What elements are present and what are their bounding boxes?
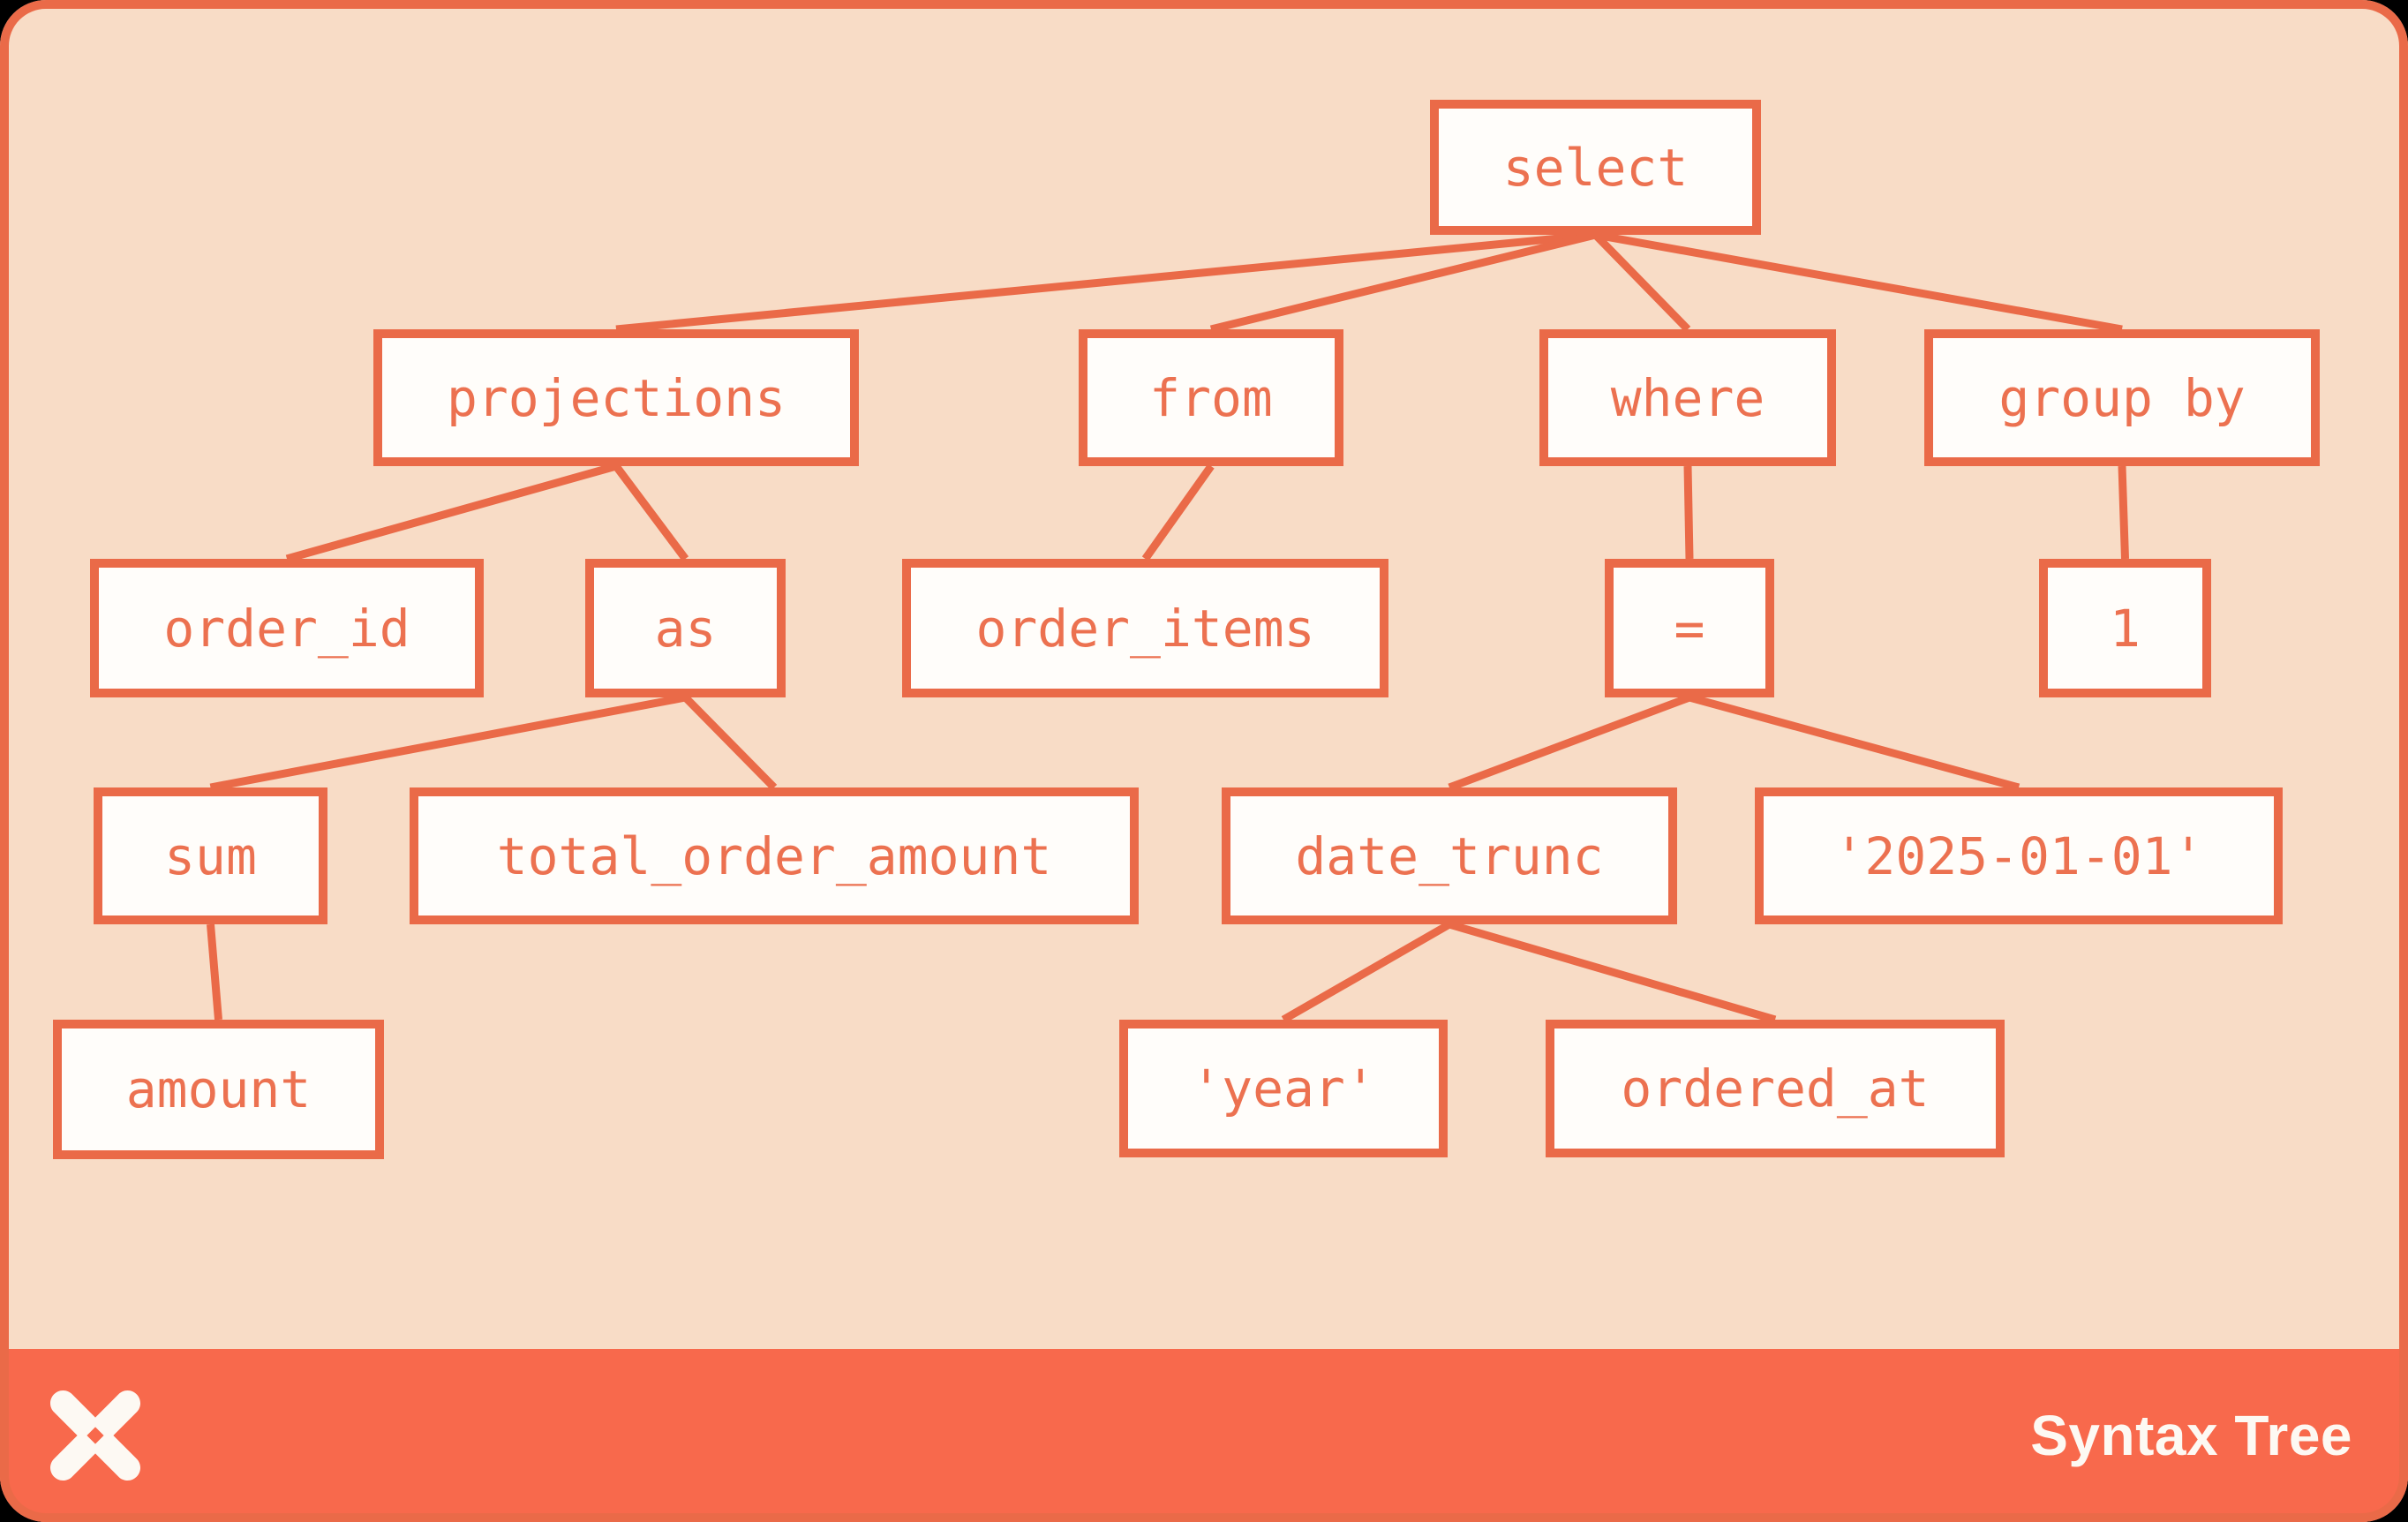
tree-node-as: as bbox=[585, 559, 786, 697]
edge-projections-as bbox=[613, 463, 689, 561]
tree-node-from: from bbox=[1079, 329, 1343, 466]
tree-node-select: select bbox=[1430, 100, 1761, 235]
edge-as-sum bbox=[209, 693, 687, 792]
edge-sum-amount bbox=[207, 923, 222, 1021]
edge-from-order_items bbox=[1141, 463, 1215, 561]
edge-where-eq bbox=[1683, 465, 1694, 560]
edge-select-from bbox=[1209, 230, 1597, 334]
tree-node-amount: amount bbox=[53, 1020, 384, 1159]
edge-as-total_order_amount bbox=[682, 694, 778, 791]
tree-node-projections: projections bbox=[373, 329, 859, 466]
edge-select-projections bbox=[615, 230, 1596, 334]
edge-projections-order_id bbox=[285, 462, 618, 563]
edge-group_by-one bbox=[2118, 465, 2129, 560]
tree-node-where: where bbox=[1539, 329, 1836, 466]
edge-eq-date_literal bbox=[1688, 693, 2020, 792]
dbt-logo-icon bbox=[50, 1388, 140, 1483]
tree-node-year-literal: 'year' bbox=[1119, 1020, 1448, 1157]
tree-node-date-trunc: date_trunc bbox=[1222, 787, 1677, 924]
tree-node-ordered-at: ordered_at bbox=[1546, 1020, 2005, 1157]
tree-node-group-by: group by bbox=[1924, 329, 2320, 466]
tree-node-one: 1 bbox=[2039, 559, 2211, 697]
footer-bar: Syntax Tree bbox=[0, 1349, 2408, 1522]
tree-node-order-id: order_id bbox=[90, 559, 484, 697]
edge-select-where bbox=[1592, 231, 1691, 333]
tree-node-order-items: order_items bbox=[902, 559, 1388, 697]
edge-date_trunc-ordered_at bbox=[1448, 920, 1777, 1024]
edge-eq-date_trunc bbox=[1448, 693, 1691, 792]
edge-date_trunc-year_literal bbox=[1281, 921, 1452, 1023]
tree-node-total-order-amount: total_order_amount bbox=[410, 787, 1139, 924]
edge-select-group_by bbox=[1594, 230, 2123, 334]
tree-node-date-literal: '2025-01-01' bbox=[1755, 787, 2283, 924]
tree-node-equals: = bbox=[1605, 559, 1774, 697]
tree-node-sum: sum bbox=[94, 787, 327, 924]
footer-title: Syntax Tree bbox=[2030, 1404, 2352, 1467]
